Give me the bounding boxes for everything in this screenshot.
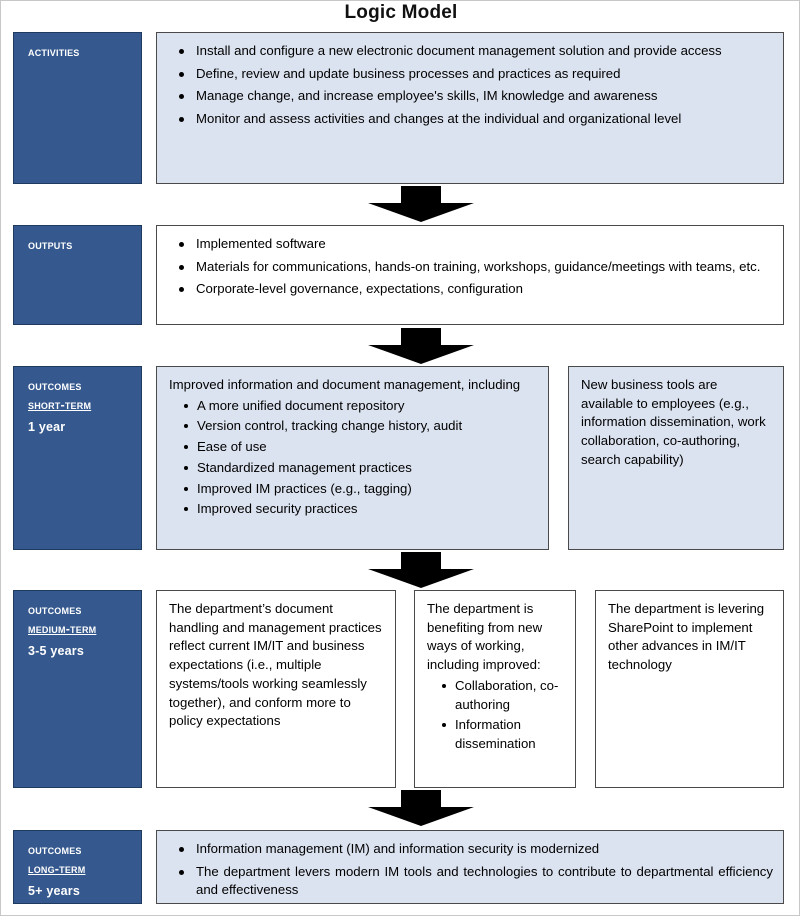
medium-term-col3-text: The department is levering SharePoint to… (608, 601, 765, 673)
label-outcomes-medium-term: Outcomes Medium-Term 3-5 years (13, 590, 142, 788)
label-medium-term-line2: Medium-Term (28, 622, 97, 637)
label-long-term-line2: Long-Term (28, 862, 86, 877)
list-item: Manage change, and increase employee's s… (169, 87, 773, 106)
medium-term-col2-list: Collaboration, co-authoring Information … (439, 677, 565, 754)
label-outputs-line1: Outputs (28, 238, 73, 252)
short-term-col2-text: New business tools are available to empl… (581, 377, 766, 467)
list-item: Install and configure a new electronic d… (169, 42, 773, 61)
down-arrow-icon (368, 328, 474, 364)
content-outputs: Implemented software Materials for commu… (156, 225, 784, 325)
content-medium-term-col2: The department is benefiting from new wa… (414, 590, 576, 788)
short-term-list: A more unified document repository Versi… (181, 397, 538, 519)
label-outputs: Outputs (13, 225, 142, 325)
list-item: Improved security practices (181, 500, 538, 519)
list-item: Information management (IM) and informat… (169, 840, 773, 859)
down-arrow-icon (368, 186, 474, 222)
label-short-term-line2: Short-Term (28, 398, 92, 413)
page-title: Logic Model (344, 2, 458, 23)
long-term-list: Information management (IM) and informat… (169, 840, 773, 900)
content-short-term-col1: Improved information and document manage… (156, 366, 549, 550)
medium-term-col2-intro: The department is benefiting from new wa… (427, 601, 543, 673)
label-long-term-line3: 5+ years (28, 883, 80, 898)
list-item: Information dissemination (439, 716, 565, 753)
arrow-short-to-medium-term (368, 552, 474, 588)
list-item: Ease of use (181, 438, 538, 457)
content-long-term: Information management (IM) and informat… (156, 830, 784, 904)
list-item: Collaboration, co-authoring (439, 677, 565, 714)
content-medium-term-col3: The department is levering SharePoint to… (595, 590, 784, 788)
list-item: The department levers modern IM tools an… (169, 863, 773, 900)
arrow-medium-to-long-term (368, 790, 474, 826)
down-arrow-icon (368, 790, 474, 826)
list-item: Standardized management practices (181, 459, 538, 478)
list-item: Version control, tracking change history… (181, 417, 538, 436)
list-item: Materials for communications, hands-on t… (169, 258, 773, 277)
label-medium-term-line1: Outcomes (28, 603, 82, 617)
list-item: Monitor and assess activities and change… (169, 110, 773, 129)
down-arrow-icon (368, 552, 474, 588)
label-long-term-line1: Outcomes (28, 843, 82, 857)
list-item: Improved IM practices (e.g., tagging) (181, 480, 538, 499)
activities-list: Install and configure a new electronic d… (169, 42, 773, 129)
arrow-outputs-to-short-term (368, 328, 474, 364)
label-outcomes-short-term: Outcomes Short-Term 1 year (13, 366, 142, 550)
short-term-intro: Improved information and document manage… (169, 377, 521, 392)
label-short-term-line1: Outcomes (28, 379, 82, 393)
list-item: Implemented software (169, 235, 773, 254)
content-medium-term-col1: The department’s document handling and m… (156, 590, 396, 788)
content-short-term-col2: New business tools are available to empl… (568, 366, 784, 550)
label-outcomes-long-term: Outcomes Long-Term 5+ years (13, 830, 142, 904)
label-medium-term-line3: 3-5 years (28, 643, 85, 658)
list-item: Corporate-level governance, expectations… (169, 280, 773, 299)
label-activities: Activities (13, 32, 142, 184)
content-activities: Install and configure a new electronic d… (156, 32, 784, 184)
arrow-activities-to-outputs (368, 186, 474, 222)
outputs-list: Implemented software Materials for commu… (169, 235, 773, 299)
label-activities-line1: Activities (28, 45, 80, 59)
list-item: A more unified document repository (181, 397, 538, 416)
medium-term-col1-text: The department’s document handling and m… (169, 601, 382, 729)
label-short-term-line3: 1 year (28, 419, 66, 434)
list-item: Define, review and update business proce… (169, 65, 773, 84)
